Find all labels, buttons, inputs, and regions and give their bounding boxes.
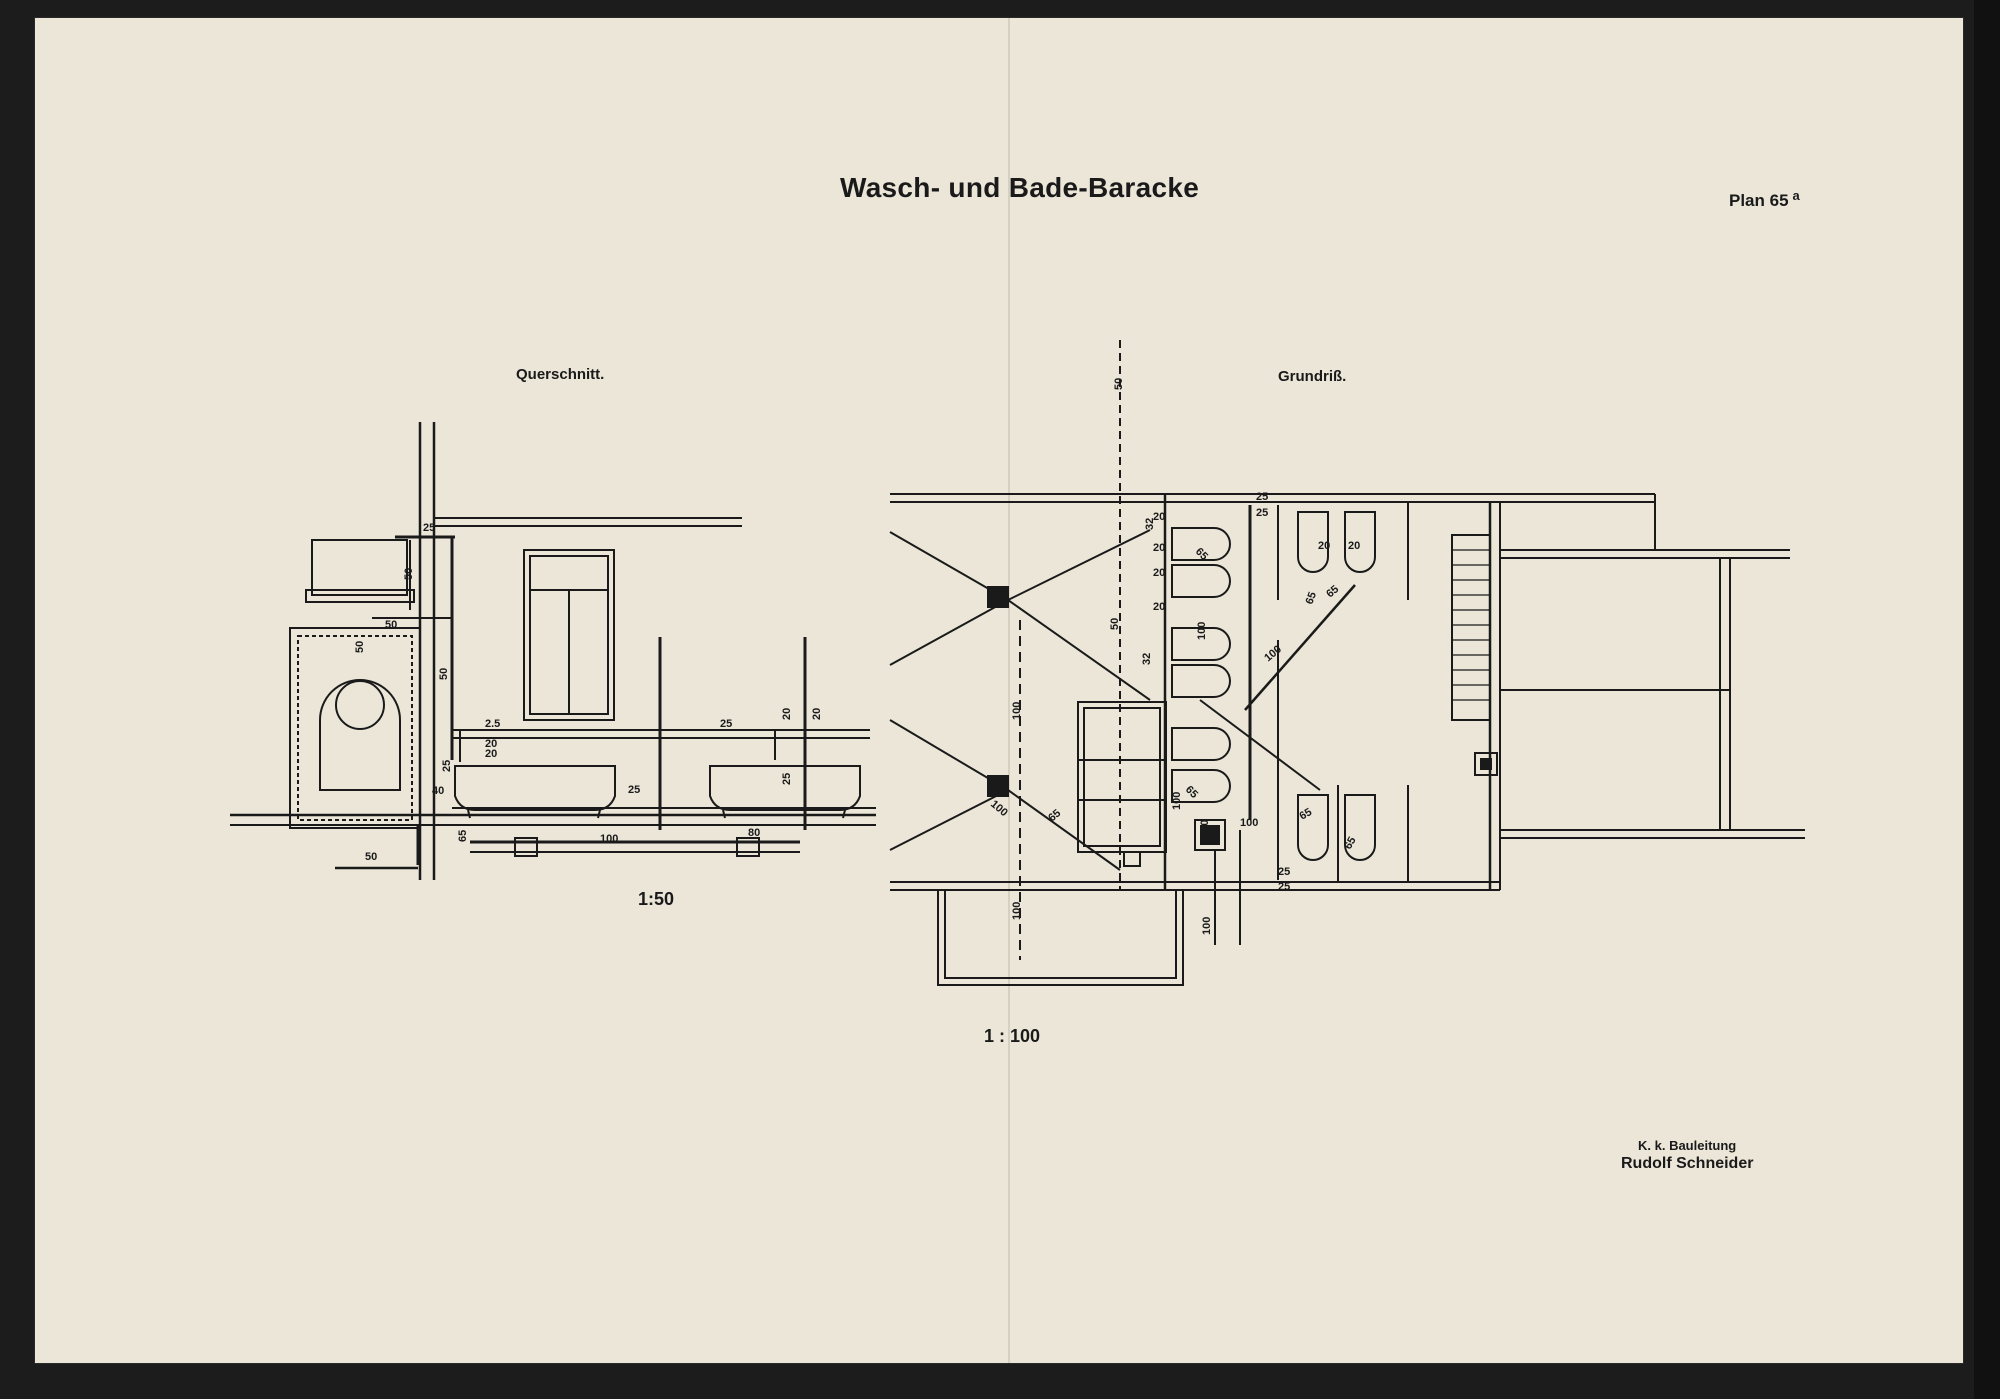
svg-text:20: 20 (1153, 542, 1165, 554)
plan-scale: 1 : 100 (984, 1026, 1041, 1046)
svg-text:100: 100 (1196, 622, 1208, 640)
svg-text:50: 50 (365, 851, 377, 863)
svg-text:20: 20 (1153, 567, 1165, 579)
svg-text:50: 50 (1109, 618, 1121, 630)
svg-text:20: 20 (485, 748, 497, 760)
svg-text:20: 20 (1348, 540, 1360, 552)
svg-text:25: 25 (423, 522, 435, 534)
svg-text:100: 100 (1199, 820, 1211, 838)
svg-text:65: 65 (1304, 590, 1319, 606)
svg-text:25: 25 (1278, 866, 1290, 878)
svg-text:20: 20 (1153, 601, 1165, 613)
svg-text:25: 25 (720, 718, 732, 730)
svg-text:100: 100 (600, 833, 618, 845)
plan-number-label: Plan 65 (1729, 191, 1789, 210)
svg-text:25: 25 (1278, 881, 1290, 893)
svg-text:25: 25 (781, 773, 793, 785)
svg-text:32: 32 (1144, 518, 1156, 530)
svg-text:65: 65 (457, 830, 469, 842)
svg-text:100: 100 (988, 798, 1010, 819)
svg-text:50: 50 (385, 619, 397, 631)
svg-text:65: 65 (1342, 835, 1359, 852)
svg-text:2.5: 2.5 (485, 718, 500, 730)
svg-text:20: 20 (485, 738, 497, 750)
svg-text:50: 50 (354, 641, 366, 653)
fold-line (1008, 18, 1010, 1363)
svg-text:25: 25 (1256, 507, 1268, 519)
svg-text:65: 65 (1046, 807, 1063, 824)
plan-number-suffix: a (1792, 188, 1800, 203)
svg-text:100: 100 (1011, 702, 1023, 720)
floor-plan-drawing (889, 340, 1805, 986)
cross-section-drawing (230, 422, 876, 880)
svg-text:100: 100 (1201, 917, 1213, 935)
svg-text:20: 20 (811, 708, 823, 720)
svg-text:50: 50 (1113, 378, 1125, 390)
plan-label: Grundriß. (1278, 368, 1347, 385)
svg-text:50: 50 (438, 668, 450, 680)
section-label: Querschnitt. (516, 366, 605, 383)
svg-text:100: 100 (1240, 817, 1258, 829)
svg-text:25: 25 (441, 760, 453, 772)
signature-name: Rudolf Schneider (1621, 1155, 1754, 1172)
svg-text:50: 50 (403, 568, 415, 580)
svg-text:100: 100 (1262, 643, 1284, 664)
signature-office: K. k. Bauleitung (1638, 1138, 1737, 1153)
svg-text:80: 80 (748, 827, 760, 839)
svg-text:100: 100 (1171, 792, 1183, 810)
svg-text:65: 65 (1298, 806, 1315, 823)
svg-text:25: 25 (628, 784, 640, 796)
svg-text:20: 20 (781, 708, 793, 720)
svg-text:20: 20 (1318, 540, 1330, 552)
svg-text:20: 20 (1153, 511, 1165, 523)
scan-edge (1974, 0, 2000, 1399)
svg-text:25: 25 (1256, 491, 1268, 503)
svg-text:65: 65 (1324, 583, 1341, 600)
sheet-title: Wasch- und Bade-Baracke (840, 172, 1200, 203)
svg-text:40: 40 (432, 785, 444, 797)
svg-text:65: 65 (1183, 784, 1200, 801)
svg-text:32: 32 (1141, 653, 1153, 665)
section-scale: 1:50 (638, 889, 675, 909)
svg-text:100: 100 (1011, 902, 1023, 920)
